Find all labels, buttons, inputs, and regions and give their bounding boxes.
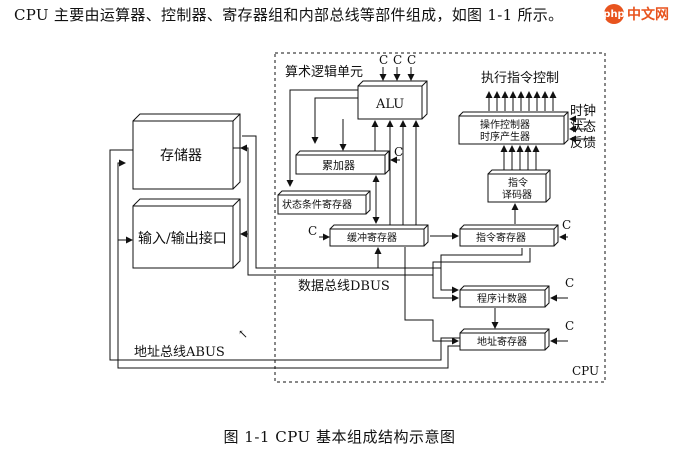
cpu-label: CPU <box>572 364 599 378</box>
control-signal-c: C <box>562 218 571 232</box>
control-signal-c: C <box>565 319 574 333</box>
intro-text: CPU 主要由运算器、控制器、寄存器组和内部总线等部件组成，如图 1-1 所示。 <box>14 6 564 24</box>
instruction-register-label: 指令寄存器 <box>476 231 526 244</box>
operation-controller-line: 时序产生器 <box>480 130 530 143</box>
watermark-logo: php <box>603 4 625 24</box>
control-signal-c: C <box>393 53 402 67</box>
watermark: php 中文网 <box>603 2 676 26</box>
operation-controller-box <box>458 111 569 145</box>
buffer-register-label: 缓冲寄存器 <box>347 231 397 244</box>
status-register-label: 状态条件寄存器 <box>282 198 352 211</box>
buffer-register-box <box>329 224 429 247</box>
memory-label: 存储器 <box>160 148 202 164</box>
accumulator-label: 累加器 <box>322 159 355 172</box>
status-feedback-label: 状态 反馈 <box>570 120 600 151</box>
clock-label: 时钟 <box>570 103 596 119</box>
cpu-boundary <box>274 52 606 383</box>
cursor-icon: ↖ <box>238 327 248 341</box>
instruction-register-box <box>459 224 559 247</box>
instruction-decoder-box <box>487 169 551 203</box>
accumulator-box <box>295 150 390 175</box>
control-signal-c: C <box>565 276 574 290</box>
io-interface-box <box>132 198 241 269</box>
program-counter-box <box>459 285 550 308</box>
operation-controller-line: 操作控制器 <box>480 118 530 131</box>
figure-caption: 图 1-1 CPU 基本组成结构示意图 <box>223 428 456 446</box>
instruction-decoder-label: 指令 译码器 <box>502 176 532 201</box>
data-bus-label: 数据总线DBUS <box>298 279 390 294</box>
io-interface-label: 输入/输出接口 <box>138 230 227 247</box>
control-signal-c: C <box>379 53 388 67</box>
program-counter-label: 程序计数器 <box>477 292 527 305</box>
address-register-box <box>459 328 550 351</box>
exec-control-label: 执行指令控制 <box>481 71 559 86</box>
instruction-decoder-line: 指令 <box>508 176 528 189</box>
instruction-decoder-line: 译码器 <box>502 189 532 201</box>
memory-box <box>132 113 241 190</box>
status-feedback-line: 反馈 <box>570 136 596 151</box>
status-register-box <box>277 190 371 215</box>
watermark-text: 中文网 <box>627 7 669 23</box>
alu-label: ALU <box>375 97 404 112</box>
control-signal-c: C <box>407 53 416 67</box>
address-register-label: 地址寄存器 <box>477 335 527 348</box>
control-signal-c: C <box>394 145 403 159</box>
alu-unit-label: 算术逻辑单元 <box>285 65 363 80</box>
control-signal-c: C <box>308 224 317 238</box>
alu-box <box>357 80 428 120</box>
status-feedback-line: 状态 <box>570 120 596 135</box>
address-bus-label: 地址总线ABUS <box>134 345 225 360</box>
operation-controller-label: 操作控制器 时序产生器 <box>480 118 533 143</box>
